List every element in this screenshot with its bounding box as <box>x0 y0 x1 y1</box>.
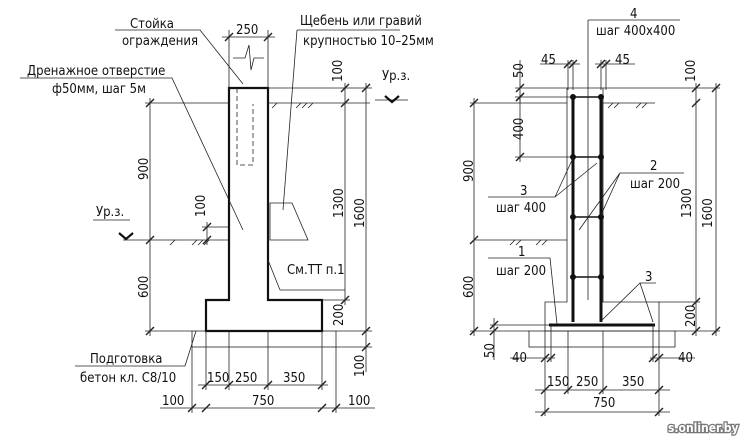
ground-hatch-right <box>509 102 648 246</box>
dim-footing-width-right: 750 <box>593 396 615 411</box>
dimension-tick <box>711 83 721 93</box>
dim-prep-height: 100 <box>353 355 368 377</box>
dimension-tick <box>489 326 499 336</box>
dim-upper-height-right: 900 <box>462 160 477 182</box>
rebar-ties <box>570 94 604 280</box>
dim-gravel-height: 100 <box>194 195 209 217</box>
mark-1: 1 <box>518 245 525 260</box>
dim-prep-left: 100 <box>162 394 184 409</box>
dim-toe: 150 <box>207 371 229 386</box>
mark-3-upper-step: шаг 400 <box>496 201 546 216</box>
dim-footing-height-right: 200 <box>684 305 699 327</box>
mark-1-step: шаг 200 <box>496 264 546 279</box>
dimension-tick <box>202 235 212 245</box>
ground-level-left-label: Ур.з. <box>96 205 124 220</box>
dimension-lines <box>145 30 375 413</box>
rebar-node <box>598 94 604 100</box>
dim-top-offset-right: 100 <box>684 60 699 82</box>
post-embed <box>236 88 254 166</box>
dim-cover-right: 45 <box>615 53 630 68</box>
dim-top-offset: 100 <box>331 60 346 82</box>
rebar-node <box>570 94 576 100</box>
watermark: s.onliner.by <box>668 421 739 435</box>
ground-level-right-label: Ур.з. <box>382 69 410 84</box>
rebar-node <box>598 274 604 280</box>
dim-end-left: 40 <box>512 351 527 366</box>
dim-footing-width: 750 <box>252 394 274 409</box>
wall-body <box>204 86 324 333</box>
dim-total-height-right: 1600 <box>701 198 716 228</box>
dimension-tick <box>317 403 327 413</box>
dim-cover-left: 45 <box>541 53 556 68</box>
dim-prep-right: 100 <box>348 394 370 409</box>
dim-lower-height-right: 600 <box>462 276 477 298</box>
dim-toe-right: 150 <box>547 375 569 390</box>
gravel-label-1: Щебень или гравий <box>300 14 422 29</box>
prep-label-2: бетон кл. С8/10 <box>80 371 176 386</box>
dimension-tick <box>469 235 479 245</box>
rebar-node <box>598 214 604 220</box>
dim-stem: 250 <box>235 371 257 386</box>
dimension-tick <box>711 326 721 336</box>
mark-4: 4 <box>630 7 637 22</box>
dimension-tick <box>340 98 350 108</box>
dim-heel: 350 <box>283 371 305 386</box>
dim-total-height: 1600 <box>353 198 368 228</box>
dim-stem-right: 250 <box>576 375 598 390</box>
ground-level-marker-right <box>384 95 400 104</box>
dimension-tick <box>145 235 155 245</box>
ground-level-marker-left <box>118 232 134 241</box>
dim-top-cover: 50 <box>512 63 527 78</box>
rebar-node <box>570 274 576 280</box>
dim-heel-right: 350 <box>622 375 644 390</box>
concrete-prep-layer <box>191 330 337 348</box>
mark-4-step: шаг 400x400 <box>596 24 675 39</box>
dim-stem-width: 250 <box>236 23 258 38</box>
gravel-fill <box>269 202 309 241</box>
reinforcement <box>549 94 655 327</box>
leaders-right <box>488 19 684 325</box>
dimension-tick <box>515 92 525 102</box>
ground-hatch <box>169 102 314 246</box>
dim-upper-height: 900 <box>137 158 152 180</box>
rebar-node <box>598 154 604 160</box>
dimension-tick <box>361 83 371 93</box>
drain-label-2: ф50мм, шаг 5м <box>52 82 146 97</box>
post-label-2: ограждения <box>122 34 198 49</box>
gravel-label-2: крупностью 10–25мм <box>303 34 434 49</box>
dim-stem-height: 1300 <box>332 188 347 218</box>
dim-end-right: 40 <box>678 351 693 366</box>
drain-label-1: Дренажное отверстие <box>27 64 165 79</box>
see-note-label: См.ТТ п.1 <box>287 263 345 278</box>
dim-bottom-cover: 50 <box>483 343 498 358</box>
rebar-node <box>570 214 576 220</box>
mark-3-upper: 3 <box>520 184 527 199</box>
dim-tie-step: 400 <box>512 118 527 140</box>
mark-3-lower: 3 <box>645 270 652 285</box>
post-label-1: Стойка <box>130 17 174 32</box>
leaders <box>20 29 408 367</box>
dimension-tick <box>691 98 701 108</box>
dim-lower-height: 600 <box>137 276 152 298</box>
right-section: 4 шаг 400x400 3 шаг 400 2 шаг 200 1 шаг … <box>462 7 721 417</box>
left-section: Стойка ограждения Щебень или гравий круп… <box>20 14 434 413</box>
dimension-lines-right <box>469 59 721 417</box>
prep-label-1: Подготовка <box>90 352 162 367</box>
mark-2-step: шаг 200 <box>630 177 680 192</box>
dim-stem-height-right: 1300 <box>680 188 695 218</box>
break-line <box>233 44 264 71</box>
dimension-tick <box>201 403 211 413</box>
dim-footing-height: 200 <box>332 304 347 326</box>
mark-2: 2 <box>650 159 657 174</box>
rebar-node <box>570 154 576 160</box>
